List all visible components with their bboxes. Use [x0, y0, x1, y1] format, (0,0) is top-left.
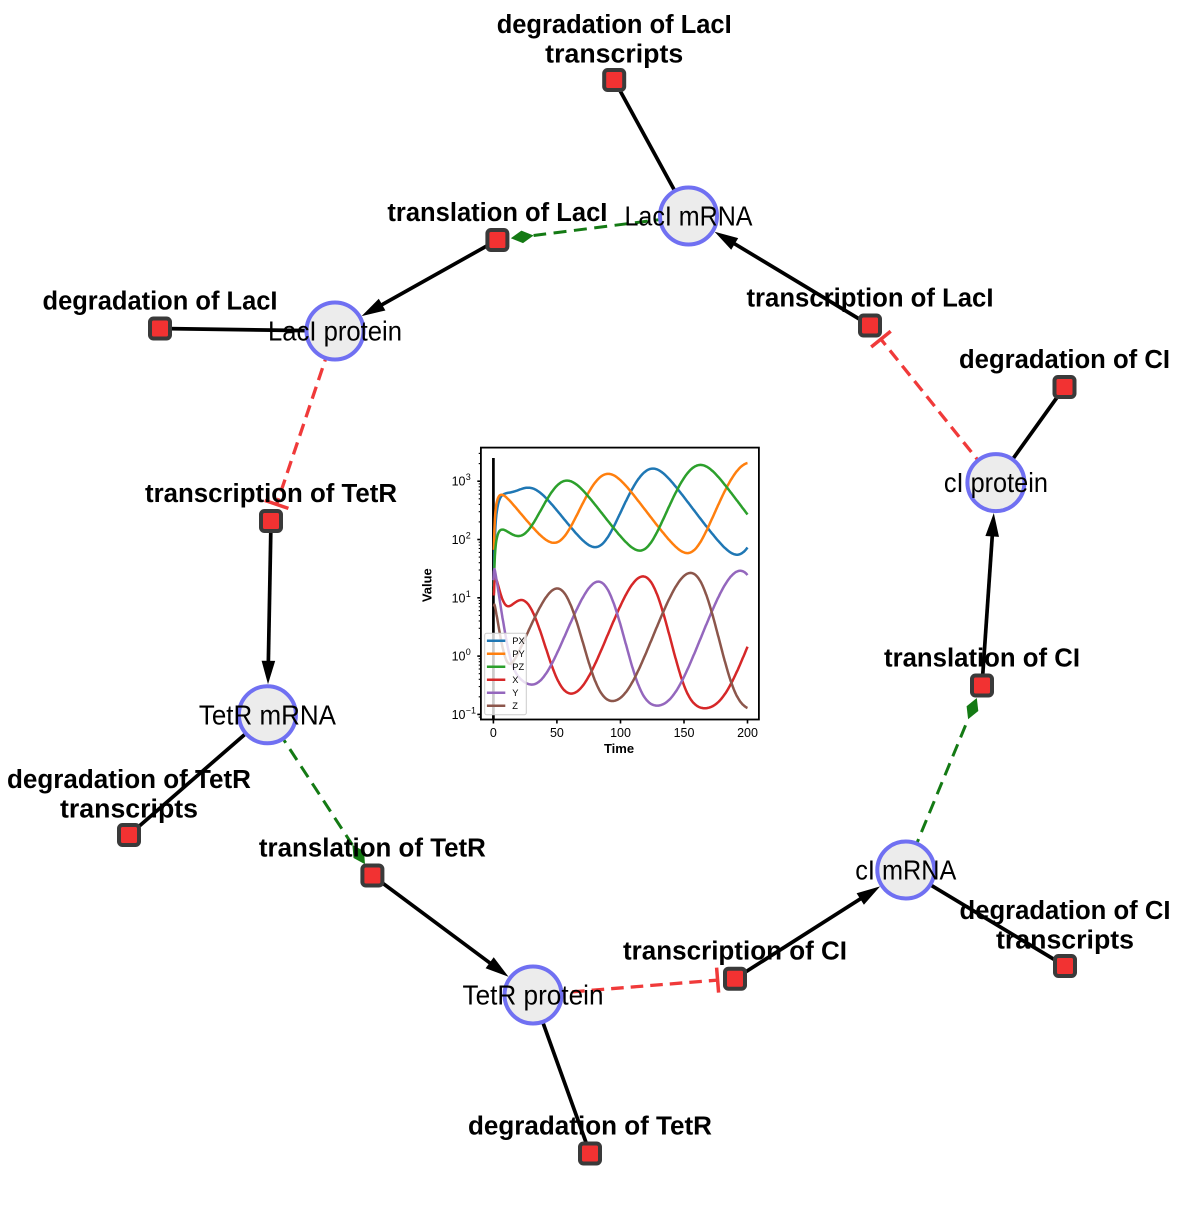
svg-text:TetR mRNA: TetR mRNA [199, 699, 337, 730]
svg-text:200: 200 [737, 726, 758, 740]
svg-text:150: 150 [674, 726, 695, 740]
svg-text:cI protein: cI protein [944, 467, 1048, 498]
svg-text:0: 0 [490, 726, 497, 740]
svg-text:translation of CI: translation of CI [884, 645, 1080, 673]
svg-text:cI mRNA: cI mRNA [855, 855, 957, 886]
svg-text:translation of TetR: translation of TetR [259, 835, 486, 863]
svg-text:Y: Y [512, 688, 518, 698]
svg-text:50: 50 [550, 726, 564, 740]
svg-text:transcription of LacI: transcription of LacI [747, 285, 994, 313]
svg-text:LacI mRNA: LacI mRNA [625, 201, 754, 232]
svg-text:Value: Value [420, 568, 435, 602]
svg-text:transcripts: transcripts [60, 796, 198, 824]
svg-text:10: 10 [452, 708, 466, 722]
svg-text:degradation of TetR: degradation of TetR [468, 1113, 712, 1141]
svg-text:transcription of CI: transcription of CI [623, 938, 847, 966]
svg-text:PZ: PZ [512, 662, 524, 672]
svg-text:degradation of CI: degradation of CI [959, 346, 1170, 374]
svg-text:degradation of LacI: degradation of LacI [497, 11, 732, 39]
svg-text:10: 10 [452, 650, 466, 664]
svg-text:transcription of TetR: transcription of TetR [145, 480, 397, 508]
svg-text:X: X [512, 675, 518, 685]
svg-text:degradation of TetR: degradation of TetR [7, 766, 251, 794]
svg-text:10: 10 [452, 591, 466, 605]
svg-text:PY: PY [512, 649, 524, 659]
svg-text:TetR protein: TetR protein [463, 980, 604, 1011]
svg-text:PX: PX [512, 636, 524, 646]
svg-text:0: 0 [466, 647, 471, 657]
svg-text:1: 1 [466, 589, 471, 599]
svg-text:translation of LacI: translation of LacI [387, 199, 607, 227]
svg-text:LacI protein: LacI protein [268, 316, 402, 347]
svg-text:transcripts: transcripts [545, 41, 683, 69]
svg-text:10: 10 [452, 475, 466, 489]
svg-text:Z: Z [512, 701, 518, 711]
svg-text:Time: Time [604, 741, 634, 756]
svg-text:2: 2 [466, 531, 471, 541]
svg-text:−1: −1 [466, 705, 476, 715]
svg-text:degradation of LacI: degradation of LacI [43, 288, 278, 316]
svg-text:degradation of CI: degradation of CI [960, 897, 1171, 925]
svg-text:100: 100 [610, 726, 631, 740]
svg-text:transcripts: transcripts [996, 927, 1134, 955]
svg-text:10: 10 [452, 533, 466, 547]
svg-text:3: 3 [466, 472, 471, 482]
